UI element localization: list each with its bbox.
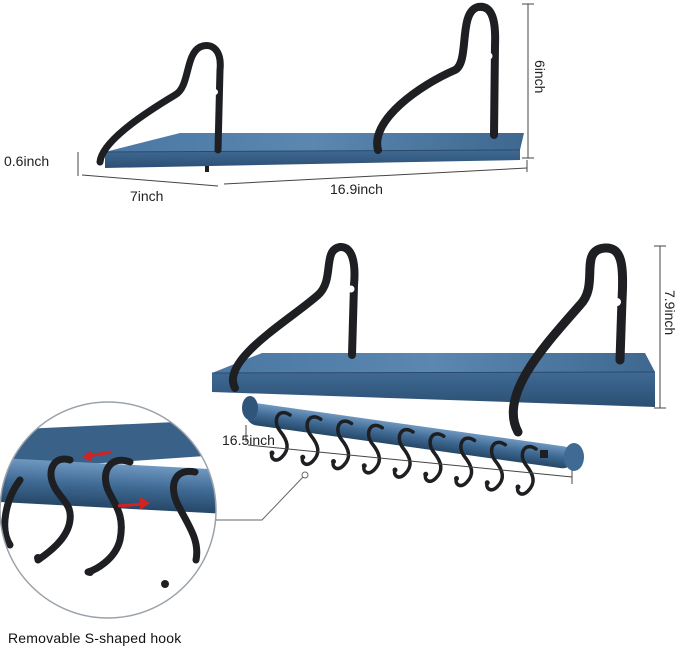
s-hook-tip <box>300 454 306 460</box>
bottom-shelf-dimensions <box>245 245 666 484</box>
s-hook-tip <box>392 467 398 473</box>
s-hook-tip <box>423 471 429 477</box>
top-thickness-label: 0.6inch <box>4 153 50 169</box>
hook-caption: Removable S-shaped hook <box>8 630 182 646</box>
s-hook-tip <box>515 484 521 490</box>
top-length-label: 16.9inch <box>330 181 383 197</box>
s-hook <box>269 410 292 462</box>
s-hook <box>331 419 354 471</box>
s-hook-tip <box>269 450 275 456</box>
s-hook <box>485 440 507 492</box>
top-shelf <box>96 2 524 172</box>
top-shelf-dimensions <box>77 3 534 187</box>
s-hook <box>300 415 323 466</box>
bottom-shelf <box>211 243 656 496</box>
s-hook <box>392 427 415 479</box>
s-hook-tip <box>484 480 490 486</box>
bottom-height-label: 7.9inch <box>662 290 678 336</box>
s-hook-tip <box>361 463 367 469</box>
rod-length-label: 16.5inch <box>222 432 275 448</box>
s-hook <box>454 436 477 488</box>
slide-left-arrow <box>82 450 113 462</box>
top-depth-label: 7inch <box>130 188 164 204</box>
slide-right-arrow <box>117 497 150 510</box>
top-height-label: 6inch <box>532 60 548 94</box>
hook-detail-zoom <box>0 401 309 619</box>
s-hook-tip <box>331 459 336 464</box>
s-hook-tip <box>454 476 459 481</box>
s-hook <box>515 444 538 496</box>
s-hook <box>423 432 446 483</box>
